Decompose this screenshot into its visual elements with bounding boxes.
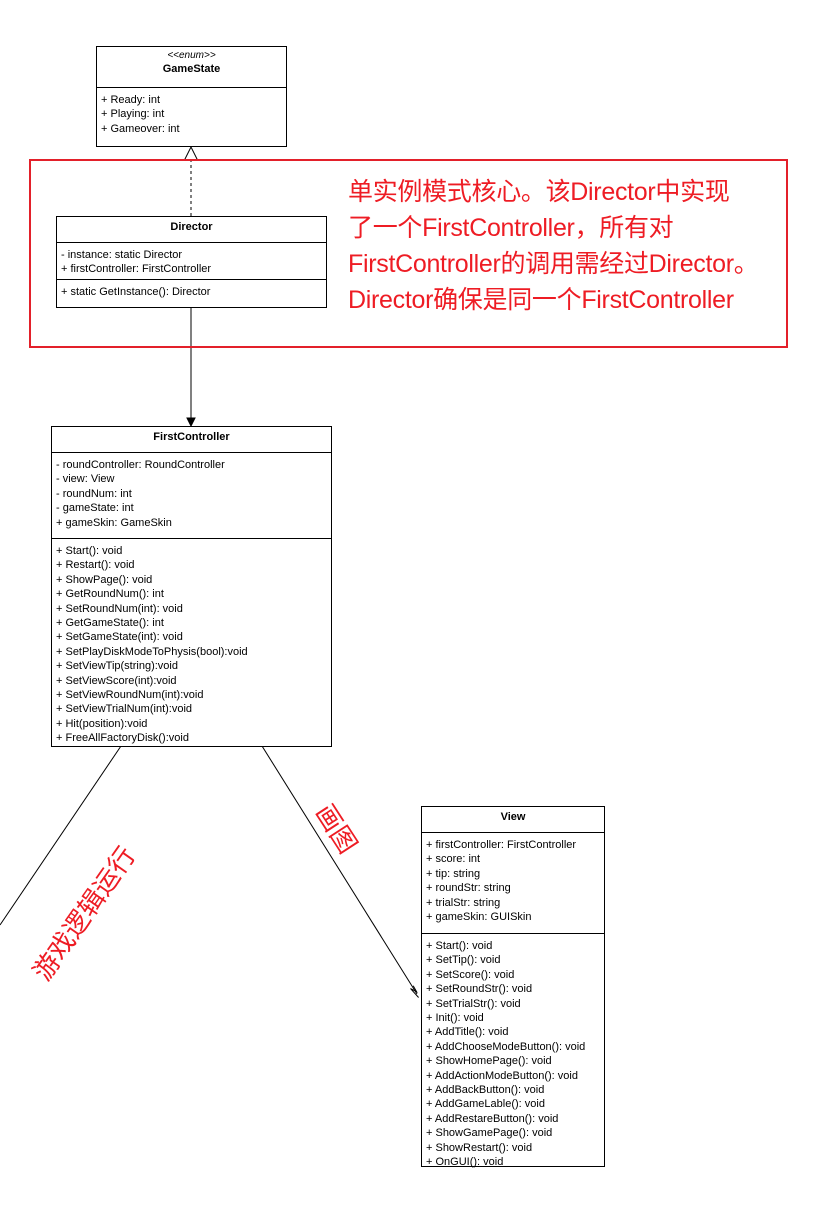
- annotation-line: Director确保是同一个FirstController: [348, 286, 734, 314]
- method-row: + SetRoundNum(int): void: [56, 602, 183, 615]
- attribute-row: + firstController: FirstController: [61, 263, 212, 276]
- class-firstcontroller[interactable]: FirstController - roundController: Round…: [51, 426, 332, 747]
- method-row: + Init(): void: [426, 1012, 484, 1025]
- method-row: + SetScore(): void: [426, 968, 515, 981]
- class-header: Director: [57, 217, 326, 243]
- attribute-row: - roundNum: int: [56, 487, 132, 500]
- attribute-row: + roundStr: string: [426, 882, 511, 895]
- attribute-row: + Playing: int: [101, 108, 165, 121]
- line-firstcontroller-left: [0, 745, 122, 926]
- class-header: <<enum>> GameState: [97, 47, 286, 88]
- annotation-line: 了一个FirstController，所有对: [348, 214, 674, 242]
- class-gamestate[interactable]: <<enum>> GameState + Ready: int + Playin…: [96, 46, 287, 147]
- attribute-row: - instance: static Director: [61, 249, 183, 261]
- attribute-row: + firstController: FirstController: [426, 839, 577, 851]
- method-row: + AddChooseModeButton(): void: [426, 1040, 586, 1053]
- attribute-row: + tip: string: [426, 867, 481, 880]
- class-name: FirstController: [153, 431, 230, 443]
- method-row: + SetGameState(int): void: [56, 631, 183, 644]
- method-row: + AddRestareButton(): void: [426, 1112, 559, 1125]
- association-arrowhead: [186, 417, 196, 428]
- method-row: + SetRoundStr(): void: [426, 983, 533, 996]
- attributes-section: + firstController: FirstController + sco…: [422, 833, 604, 933]
- method-row: + SetViewTip(string):void: [56, 660, 178, 673]
- annotation-line: 单实例模式核心。该Director中实现: [348, 178, 730, 206]
- method-row: + ShowRestart(): void: [426, 1141, 533, 1154]
- method-row: + SetViewRoundNum(int):void: [56, 689, 204, 702]
- stereotype-label: <<enum>>: [167, 50, 216, 61]
- method-row: + ShowHomePage(): void: [426, 1055, 552, 1068]
- method-row: + Restart(): void: [56, 559, 135, 572]
- method-row: + AddActionModeButton(): void: [426, 1069, 578, 1082]
- methods-section: + static GetInstance(): Director: [57, 278, 326, 302]
- method-row: + Start(): void: [426, 940, 493, 952]
- method-row: + FreeAllFactoryDisk():void: [56, 732, 189, 745]
- attribute-row: + gameSkin: GameSkin: [56, 516, 172, 529]
- method-row: + OnGUI(): void: [426, 1156, 504, 1169]
- attributes-section: + Ready: int + Playing: int + Gameover: …: [97, 88, 286, 139]
- method-row: + SetTrialStr(): void: [426, 997, 521, 1010]
- annotation-line: FirstController的调用需经过Director。: [348, 250, 759, 278]
- line-firstcontroller-view: [261, 745, 418, 995]
- method-row: + ShowGamePage(): void: [426, 1127, 553, 1140]
- methods-section: + Start(): void + Restart(): void + Show…: [52, 538, 331, 749]
- method-row: + Start(): void: [56, 545, 123, 557]
- attribute-row: - gameState: int: [56, 502, 134, 515]
- class-director[interactable]: Director - instance: static Director + f…: [56, 216, 327, 308]
- method-row: + SetPlayDiskModeToPhysis(bool):void: [56, 645, 248, 658]
- method-row: + ShowPage(): void: [56, 573, 153, 586]
- attribute-row: + Ready: int: [101, 94, 161, 106]
- method-row: + static GetInstance(): Director: [61, 285, 211, 298]
- method-row: + AddTitle(): void: [426, 1026, 509, 1039]
- attribute-row: - view: View: [56, 473, 115, 486]
- annotation-text: 单实例模式核心。该Director中实现 了一个FirstController，…: [348, 174, 759, 318]
- class-header: View: [422, 807, 604, 833]
- class-name: View: [500, 811, 526, 823]
- attribute-row: + trialStr: string: [426, 896, 501, 909]
- attributes-section: - instance: static Director + firstContr…: [57, 243, 326, 279]
- methods-section: + Start(): void + SetTip(): void + SetSc…: [422, 933, 604, 1173]
- attribute-row: + gameSkin: GUISkin: [426, 911, 532, 924]
- attributes-section: - roundController: RoundController - vie…: [52, 453, 331, 538]
- method-row: + GetGameState(): int: [56, 617, 164, 630]
- attribute-row: - roundController: RoundController: [56, 459, 225, 471]
- method-row: + AddGameLable(): void: [426, 1098, 545, 1111]
- method-row: + SetViewScore(int):void: [56, 674, 177, 687]
- method-row: + SetTip(): void: [426, 954, 501, 967]
- class-view[interactable]: View + firstController: FirstController …: [421, 806, 605, 1168]
- attribute-row: + Gameover: int: [101, 122, 180, 135]
- method-row: + Hit(position):void: [56, 717, 148, 730]
- attribute-row: + score: int: [426, 853, 481, 866]
- class-header: FirstController: [52, 427, 331, 453]
- class-name: GameState: [162, 63, 221, 75]
- method-row: + SetViewTrialNum(int):void: [56, 703, 193, 716]
- method-row: + AddBackButton(): void: [426, 1084, 545, 1097]
- class-name: Director: [170, 221, 213, 233]
- annotation-box: [29, 159, 788, 348]
- view-arrowhead: [410, 985, 419, 998]
- method-row: + GetRoundNum(): int: [56, 588, 164, 601]
